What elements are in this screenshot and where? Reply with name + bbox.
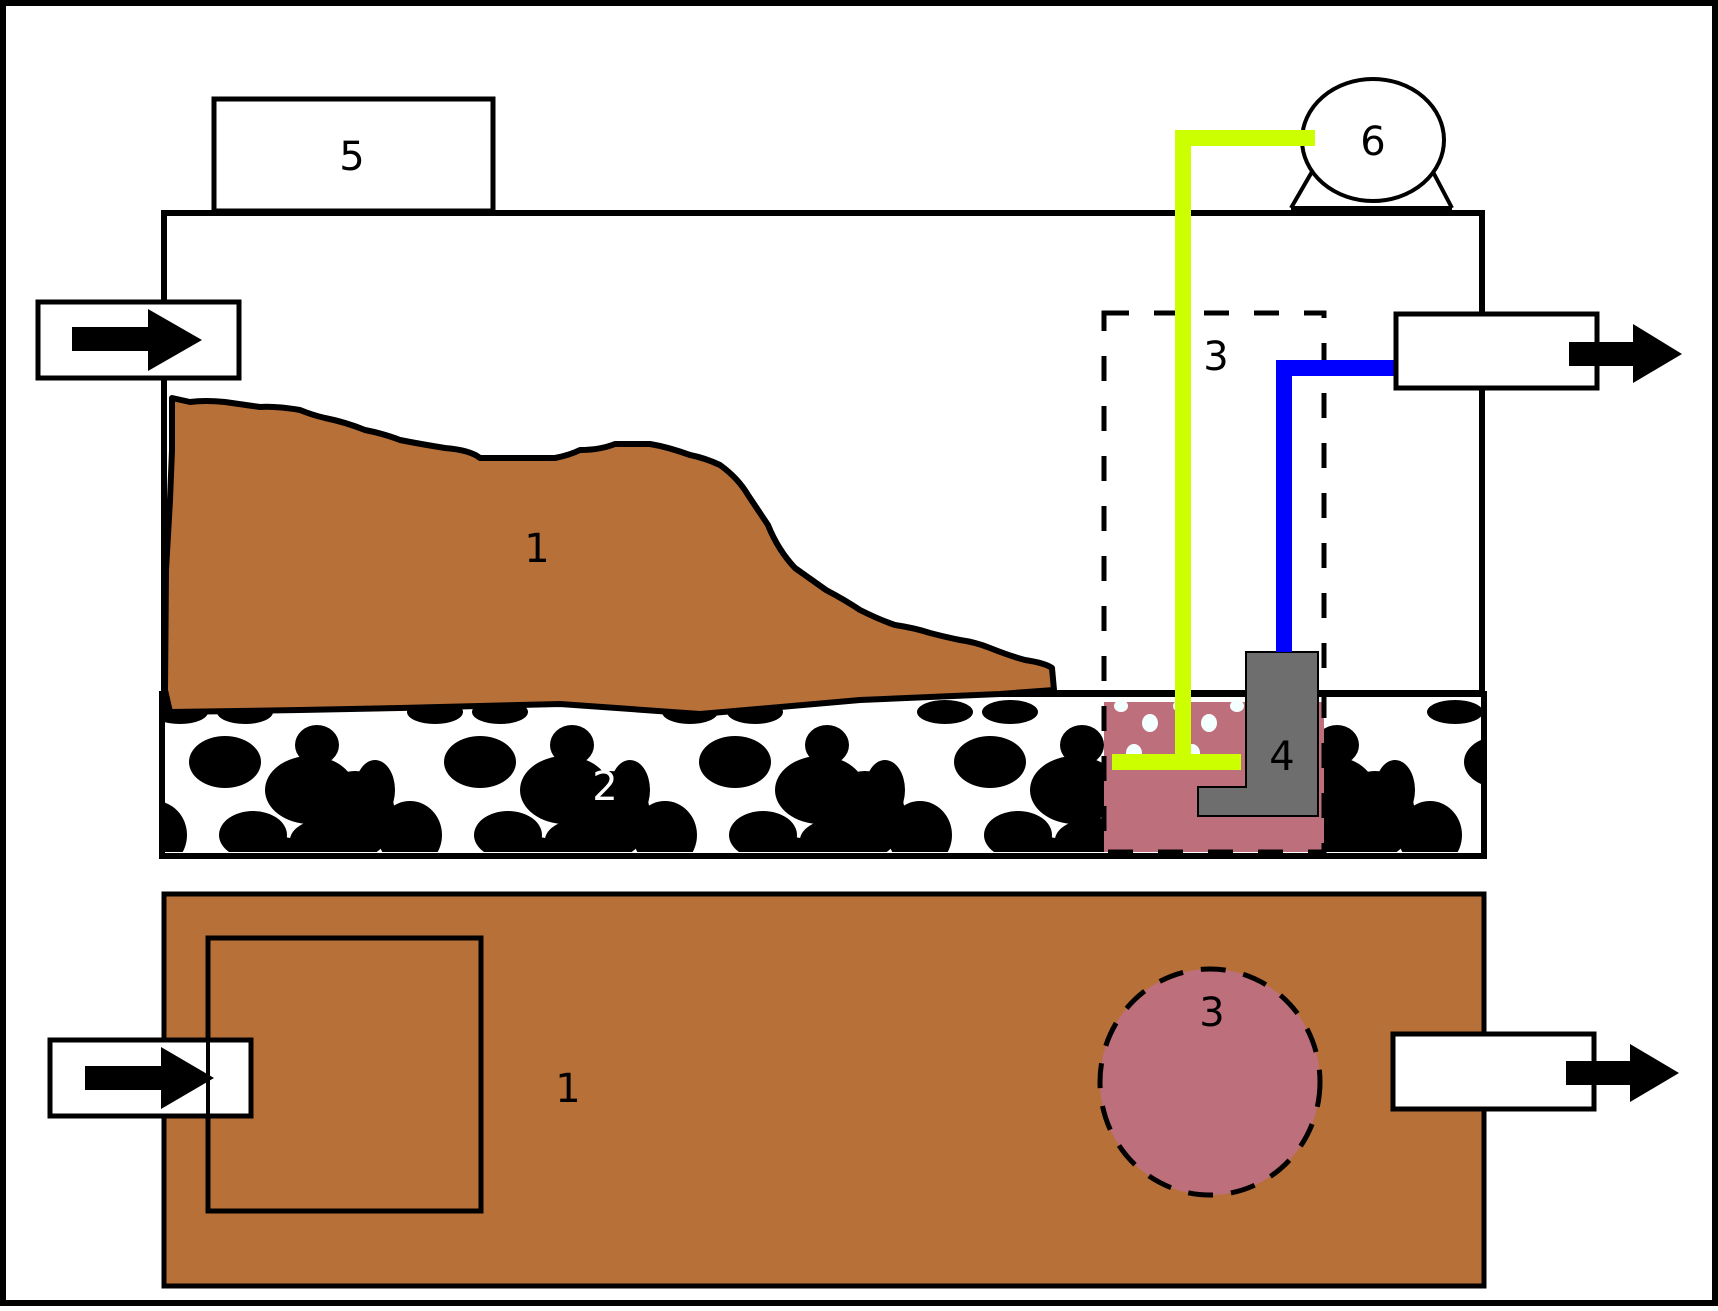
pump-6: 6 bbox=[1289, 77, 1454, 210]
gravel-stone bbox=[917, 700, 973, 724]
inlet-top bbox=[47, 1037, 254, 1119]
label-6: 6 bbox=[1360, 119, 1385, 165]
label-3-side: 3 bbox=[1203, 334, 1228, 380]
label-5: 5 bbox=[339, 134, 364, 180]
gravel-stone bbox=[633, 801, 697, 852]
label-1-top: 1 bbox=[555, 1066, 580, 1112]
gravel-stone bbox=[1427, 700, 1482, 724]
gravel-stone bbox=[189, 736, 261, 788]
side-view: 5 2 1 3 bbox=[35, 77, 1682, 859]
top-view: 1 3 bbox=[47, 891, 1679, 1289]
gravel-stone bbox=[1030, 756, 1120, 824]
inlet-side bbox=[35, 299, 242, 381]
gravel-stone bbox=[230, 836, 310, 852]
arrow-right-icon bbox=[85, 1047, 214, 1109]
gravel-stone bbox=[800, 818, 880, 852]
gravel-stone bbox=[295, 725, 339, 765]
gravel-stone bbox=[378, 801, 442, 852]
gravel-stone bbox=[550, 725, 594, 765]
gravel-stone bbox=[740, 836, 820, 852]
gravel-stone bbox=[1398, 801, 1462, 852]
outlet-top bbox=[1390, 1031, 1679, 1112]
gravel-stone bbox=[805, 725, 849, 765]
gravel-stone bbox=[699, 736, 771, 788]
label-2: 2 bbox=[592, 764, 617, 810]
zone-3-side: 3 bbox=[1101, 310, 1327, 855]
gravel-stone bbox=[1060, 725, 1104, 765]
gravel-stone bbox=[888, 801, 952, 852]
gravel-stone bbox=[954, 736, 1026, 788]
gravel-stone bbox=[995, 836, 1075, 852]
label-3-top: 3 bbox=[1199, 990, 1224, 1036]
arrow-right-icon bbox=[1569, 324, 1682, 383]
component-4: 4 bbox=[1197, 651, 1319, 817]
gravel-stone bbox=[290, 818, 370, 852]
gravel-stone bbox=[1310, 818, 1390, 852]
arrow-right-icon bbox=[1566, 1044, 1679, 1102]
outlet-side bbox=[1393, 311, 1682, 391]
label-4: 4 bbox=[1269, 734, 1294, 780]
gravel-stone bbox=[162, 801, 187, 852]
gravel-layer: 2 bbox=[159, 691, 1487, 859]
zone-3-top: 3 bbox=[1097, 966, 1323, 1198]
gravel-stone bbox=[485, 836, 565, 852]
gravel-stone bbox=[545, 818, 625, 852]
gravel-stone bbox=[444, 736, 516, 788]
soil-mound: 1 bbox=[162, 395, 1057, 717]
gravel-stone bbox=[982, 700, 1038, 724]
arrow-right-icon bbox=[72, 309, 202, 371]
label-1-side: 1 bbox=[524, 526, 549, 572]
gravel-stone bbox=[1464, 739, 1482, 785]
top-box-5: 5 bbox=[211, 96, 496, 214]
supply-pipe bbox=[1112, 130, 1315, 770]
